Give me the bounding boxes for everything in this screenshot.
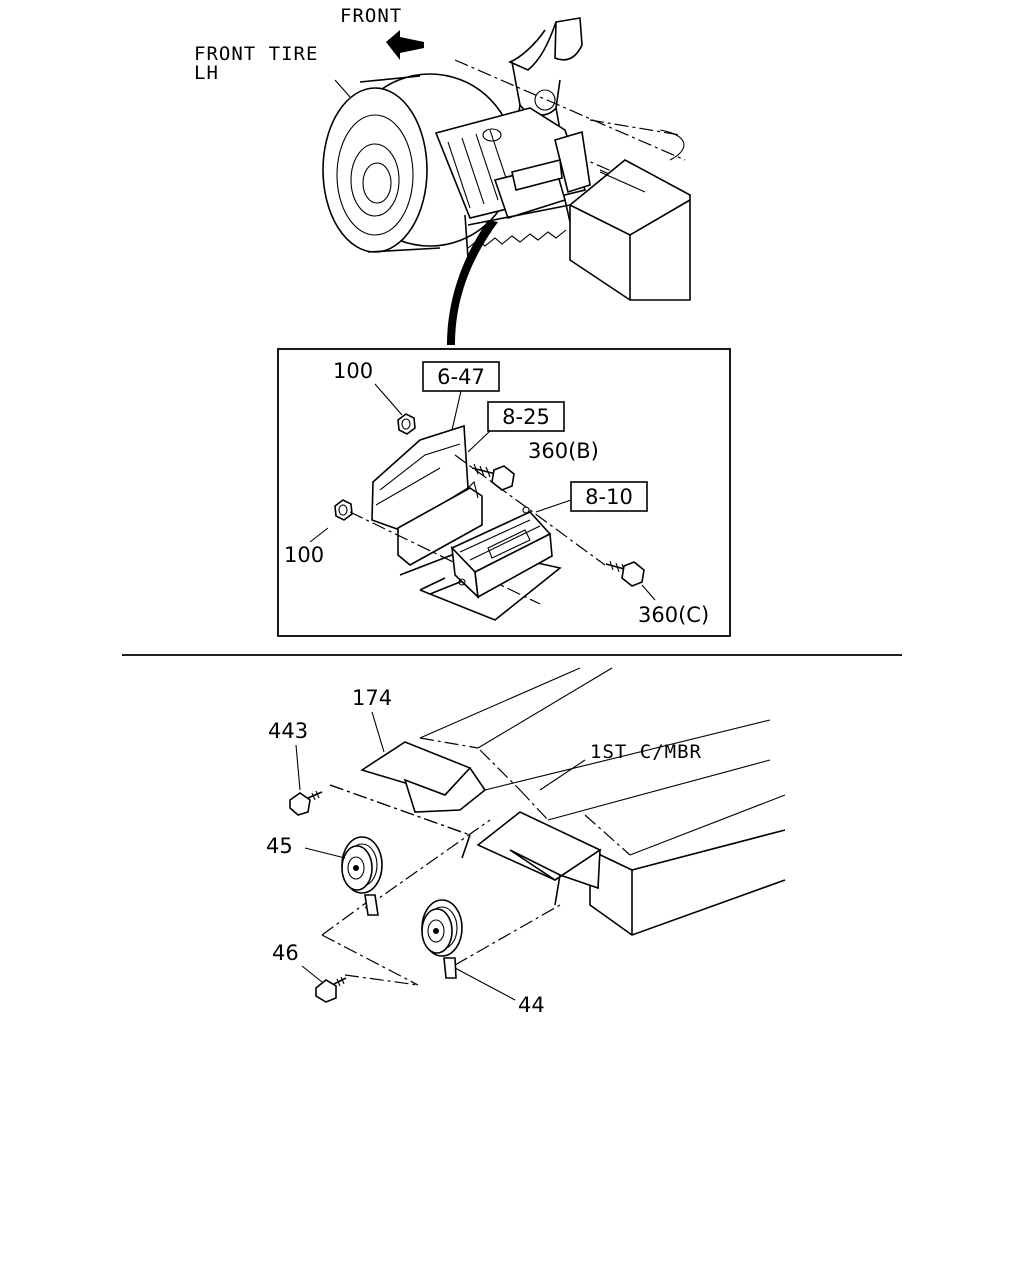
bolt-360b <box>471 463 515 491</box>
part-44-label: 44 <box>518 993 545 1017</box>
part-46-label: 46 <box>272 941 299 965</box>
part-100-upper-label: 100 <box>333 359 373 383</box>
ref-box-8-10[interactable] <box>570 481 648 512</box>
part-174-label: 174 <box>352 686 392 710</box>
front-arrow <box>386 30 424 60</box>
detail-leaders <box>309 383 656 601</box>
crossmember-leader <box>539 759 586 791</box>
detail-frame <box>277 348 731 637</box>
part-44-leader <box>454 967 516 1001</box>
tire-label-line1: FRONT TIRE <box>194 43 318 65</box>
front-label: FRONT <box>340 5 402 27</box>
part-443-leader <box>295 744 301 791</box>
part-45-label: 45 <box>266 834 293 858</box>
horn-44 <box>421 899 463 979</box>
part-45-leader <box>304 847 346 859</box>
detail-callout-arrow <box>447 220 498 345</box>
part-100-lower-label: 100 <box>284 543 324 567</box>
detail-bracket <box>349 424 606 621</box>
bolt-46 <box>315 976 347 1003</box>
battery-box <box>569 159 691 301</box>
part-46-leader <box>301 965 323 983</box>
part-443-label: 443 <box>268 719 308 743</box>
crossmember-label: 1ST C/MBR <box>590 741 702 763</box>
crossmember-frame <box>419 667 786 936</box>
bolt-443 <box>289 790 323 816</box>
ecu-assembly <box>434 107 591 259</box>
tire-label-line2: LH <box>194 62 219 84</box>
ref-8-10-text[interactable]: 8-10 <box>585 485 633 509</box>
horn-bracket-174 <box>360 741 602 906</box>
ref-box-8-25[interactable] <box>487 401 565 432</box>
nut-100-upper <box>397 413 416 435</box>
part-360c-label: 360(C) <box>638 603 709 627</box>
bolt-360c <box>605 560 645 587</box>
part-174-leader <box>371 711 385 753</box>
horn-alignment-lines <box>321 784 561 986</box>
ref-8-25-text[interactable]: 8-25 <box>502 405 550 429</box>
ref-6-47-text[interactable]: 6-47 <box>437 365 485 389</box>
horn-45 <box>341 836 383 916</box>
tire-leader-line <box>334 79 351 98</box>
detail-ecu-box <box>450 506 553 600</box>
part-360b-label: 360(B) <box>528 439 599 463</box>
nut-100-lower <box>334 499 353 521</box>
